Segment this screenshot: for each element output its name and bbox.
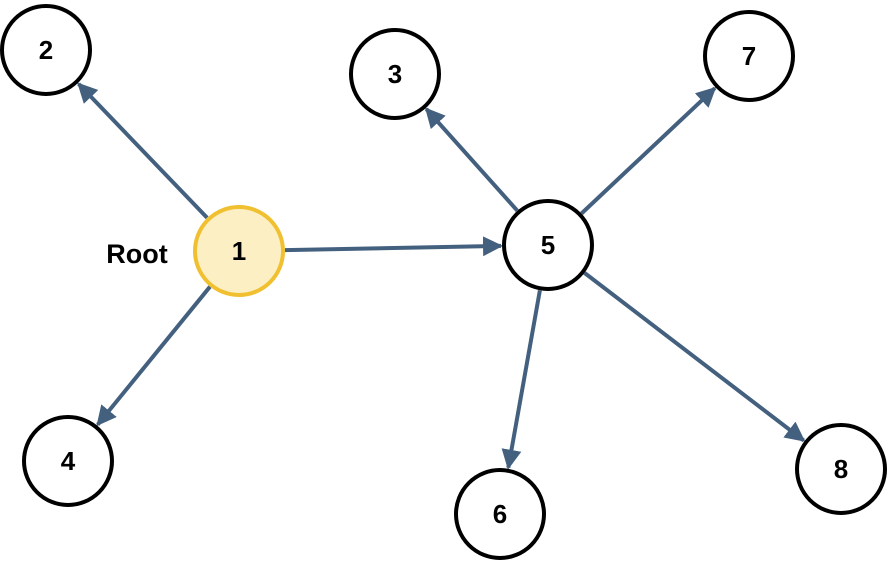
edge-5-to-6 <box>501 289 542 470</box>
node-1: 1 <box>193 205 285 297</box>
node-circle-3 <box>349 28 441 120</box>
node-circle-5 <box>502 199 594 291</box>
node-label-3: 3 <box>388 59 402 89</box>
node-label-8: 8 <box>834 454 848 484</box>
node-label-1: 1 <box>232 236 246 266</box>
node-2: 2 <box>0 4 92 96</box>
node-5: 5 <box>502 199 594 291</box>
nodes-layer: 1 2 3 4 5 6 7 8 <box>0 4 887 560</box>
node-circle-4 <box>22 415 114 507</box>
edge-5-to-3 <box>424 107 519 213</box>
edges-layer <box>77 82 806 470</box>
node-label-5: 5 <box>541 230 555 260</box>
node-6: 6 <box>454 468 546 560</box>
node-4: 4 <box>22 415 114 507</box>
node-circle-8 <box>795 423 887 515</box>
node-circle-2 <box>0 4 92 96</box>
node-circle-6 <box>454 468 546 560</box>
node-label-7: 7 <box>742 41 756 71</box>
node-8: 8 <box>795 423 887 515</box>
edge-1-to-2 <box>77 82 209 220</box>
root-label: Root <box>106 239 167 269</box>
edge-5-to-7 <box>580 86 717 215</box>
node-7: 7 <box>703 10 795 102</box>
edge-1-to-5 <box>284 236 503 257</box>
edge-1-to-4 <box>96 285 212 427</box>
node-circle-7 <box>703 10 795 102</box>
node-label-4: 4 <box>61 446 76 476</box>
node-3: 3 <box>349 28 441 120</box>
node-label-2: 2 <box>39 35 53 65</box>
node-label-6: 6 <box>493 499 507 529</box>
edge-5-to-8 <box>583 271 806 443</box>
node-circle-1 <box>193 205 285 297</box>
